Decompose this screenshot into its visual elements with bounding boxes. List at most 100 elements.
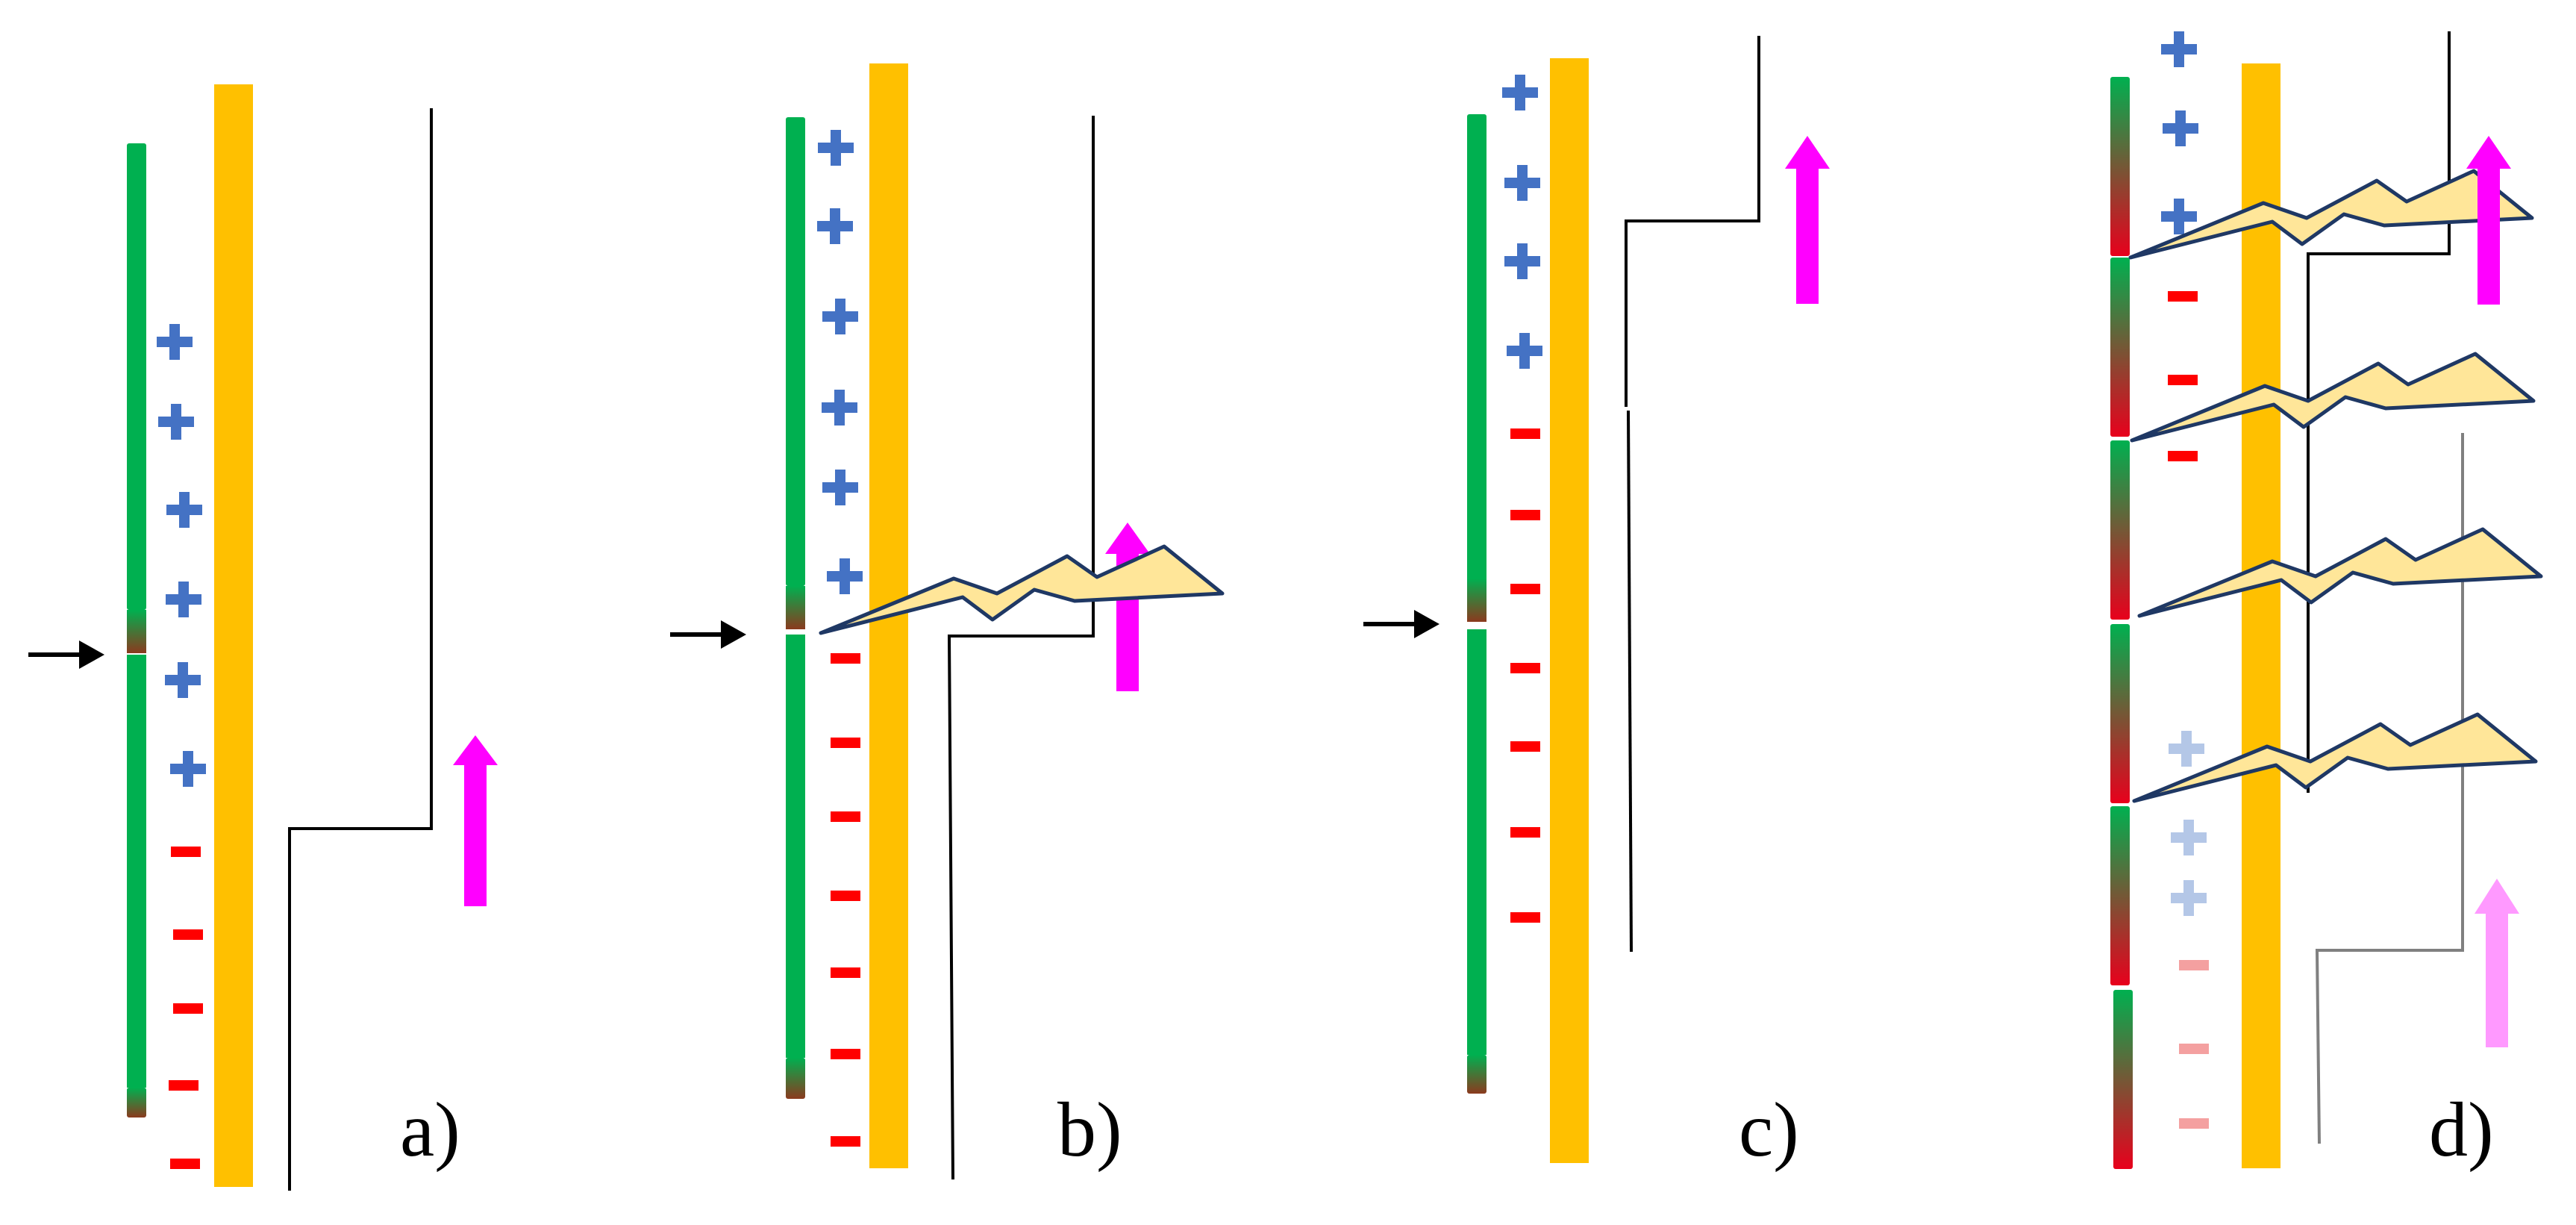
minus-charge-icon xyxy=(1510,584,1540,594)
plus-charge-icon xyxy=(822,390,857,426)
lightning-bolt-icon xyxy=(819,544,1225,635)
conductor-gap-end xyxy=(786,586,805,629)
minus-charge-icon xyxy=(2168,451,2198,461)
minus-charge-icon xyxy=(1510,912,1540,923)
panel-label: b) xyxy=(1057,1087,1122,1173)
plus-charge-icon xyxy=(2169,731,2204,767)
positive-charges xyxy=(817,130,863,594)
negative-charges xyxy=(831,653,860,1147)
minus-charge-icon xyxy=(1510,510,1540,520)
black-right-arrow-icon xyxy=(670,620,746,649)
minus-charge-icon xyxy=(2168,375,2198,385)
plus-charge-icon xyxy=(1504,165,1540,201)
minus-charge-icon xyxy=(831,1049,860,1059)
plus-charge-icon xyxy=(822,470,858,505)
conductor-segment-lower xyxy=(1467,629,1486,1055)
plus-charge-icon xyxy=(1507,333,1542,369)
insulator-bar xyxy=(1550,58,1589,1163)
plus-charge-icon xyxy=(2171,880,2207,916)
magenta-up-arrow-icon xyxy=(1785,136,1830,304)
minus-charge-icon xyxy=(2179,960,2209,970)
minus-charge-icon xyxy=(1510,741,1540,752)
lightning-bolt-icon xyxy=(2132,712,2538,803)
minus-charge-icon xyxy=(831,967,860,978)
plus-charge-icon xyxy=(2163,110,2198,146)
minus-charge-icon xyxy=(2179,1118,2209,1129)
minus-charge-icon xyxy=(1510,663,1540,673)
panel-d: d) xyxy=(2110,31,2543,1173)
voltage-trace xyxy=(2307,31,2451,793)
plus-charge-icon xyxy=(817,208,853,244)
plus-charge-icon xyxy=(2161,199,2197,234)
faded-positive-charges xyxy=(2169,731,2207,916)
panel-label: a) xyxy=(400,1087,460,1173)
magenta-up-arrow-icon xyxy=(453,735,498,906)
faded-magenta-up-arrow-icon xyxy=(2475,879,2519,1047)
minus-charge-icon xyxy=(173,1003,203,1014)
black-right-arrow-icon xyxy=(1363,610,1439,638)
minus-charge-icon xyxy=(1510,428,1540,439)
insulator-bar xyxy=(214,84,253,1187)
magenta-up-arrow-icon xyxy=(1105,523,1150,691)
voltage-trace xyxy=(288,108,433,1191)
conductor-segment xyxy=(2110,624,2130,803)
conductor-end xyxy=(786,1058,805,1099)
plus-charge-icon xyxy=(1502,75,1538,110)
conductor-end xyxy=(1467,1055,1486,1094)
black-right-arrow-icon xyxy=(28,640,104,669)
lightning-bolt-icon xyxy=(2137,527,2543,618)
positive-charges xyxy=(1502,75,1542,369)
plus-charge-icon xyxy=(2171,820,2207,855)
conductor-segment-lower xyxy=(786,635,805,1058)
conductor-segment-lower xyxy=(127,655,146,1088)
conductor-gap-end xyxy=(127,610,146,653)
conductor-segment xyxy=(2110,806,2130,985)
panel-c: c) xyxy=(1363,36,1830,1173)
panel-b: b) xyxy=(670,63,1225,1180)
minus-charge-icon xyxy=(831,1136,860,1147)
positive-charges xyxy=(157,324,206,787)
conductor-segment xyxy=(2110,258,2130,437)
conductor-segment-upper xyxy=(1467,114,1486,622)
voltage-trace xyxy=(1625,36,1760,407)
plus-charge-icon xyxy=(166,582,201,617)
negative-charges xyxy=(2168,291,2198,461)
plus-charge-icon xyxy=(166,492,202,528)
conductor-segment-upper xyxy=(786,117,805,586)
minus-charge-icon xyxy=(1510,827,1540,838)
panel-label: c) xyxy=(1739,1087,1799,1173)
minus-charge-icon xyxy=(169,1080,198,1091)
conductor-segment xyxy=(2110,77,2130,256)
conductor-end xyxy=(127,1088,146,1118)
plus-charge-icon xyxy=(170,751,206,787)
conductor-segment xyxy=(2113,990,2133,1169)
insulator-bar xyxy=(2242,63,2280,1168)
minus-charge-icon xyxy=(2168,291,2198,302)
minus-charge-icon xyxy=(831,653,860,664)
conductor-segment-upper xyxy=(127,143,146,610)
panel-a: a) xyxy=(28,84,498,1191)
panel-label: d) xyxy=(2429,1087,2494,1173)
plus-charge-icon xyxy=(1504,243,1540,279)
conductor-segment xyxy=(2110,440,2130,620)
plus-charge-icon xyxy=(165,662,201,698)
minus-charge-icon xyxy=(2179,1044,2209,1054)
voltage-trace xyxy=(947,116,1095,1180)
lightning-bolt-icon xyxy=(2130,352,2536,443)
minus-charge-icon xyxy=(831,891,860,901)
magenta-up-arrow-icon xyxy=(2466,136,2511,305)
plus-charge-icon xyxy=(2161,31,2197,67)
plus-charge-icon xyxy=(157,324,193,360)
conductor-gap-end xyxy=(1467,579,1486,622)
plus-charge-icon xyxy=(827,558,863,594)
minus-charge-icon xyxy=(831,811,860,822)
plus-charge-icon xyxy=(818,130,854,166)
negative-charges xyxy=(169,847,203,1169)
plus-charge-icon xyxy=(158,404,194,440)
positive-charges xyxy=(2161,31,2198,234)
minus-charge-icon xyxy=(171,847,201,857)
minus-charge-icon xyxy=(831,738,860,748)
lightning-bolt-icon xyxy=(2128,169,2534,260)
